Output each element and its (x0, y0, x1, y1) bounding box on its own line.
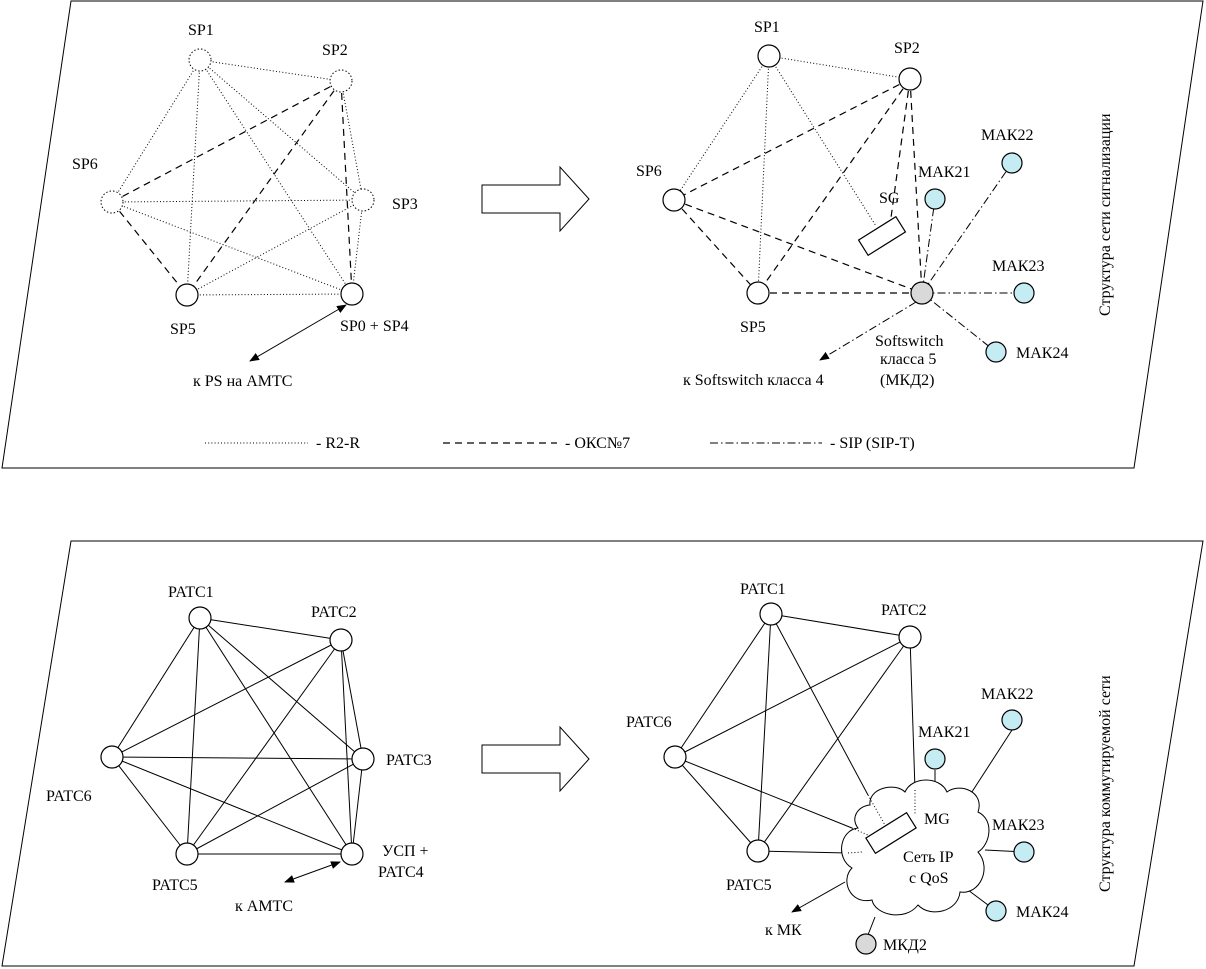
node-usp-patc4 (340, 842, 364, 866)
label-softswitch-1: Softswitch (875, 333, 943, 350)
label-sg: SG (879, 190, 900, 207)
label-sp5-new: SP5 (740, 319, 766, 336)
label-mak24: МАК24 (1016, 345, 1068, 362)
legend-r2-label: - R2-R (316, 435, 360, 452)
node-sp2-new (898, 67, 922, 91)
label-patc2: PATC2 (311, 604, 357, 621)
node-mak22 (1001, 152, 1023, 174)
signaling-panel-frame (1, 0, 1204, 469)
node-softswitch (910, 281, 934, 305)
label-sp3: SP3 (392, 196, 418, 213)
node-sp2 (329, 69, 353, 93)
label-cloud-1: Сеть IP (903, 849, 954, 866)
label-mak22: МАК22 (981, 127, 1033, 144)
node-patc5 (175, 842, 199, 866)
label-patc1: PATC1 (168, 584, 214, 601)
label-patc1-new: PATC1 (740, 581, 786, 598)
signaling-new-network: SP1 SP2 SP6 SP5 SG МАК21 МАК22 МАК23 МАК… (636, 19, 1068, 389)
node-sp1-new (757, 44, 781, 68)
node-mak22-b (1001, 709, 1023, 731)
node-mak24 (985, 341, 1007, 363)
label-softswitch-3: (МКД2) (880, 372, 934, 389)
node-patc6-new (663, 745, 687, 769)
label-patc6: PATC6 (46, 788, 92, 805)
label-sp6-new: SP6 (636, 163, 662, 180)
switched-new-network: PATC1 PATC2 PATC6 PATC5 MG Сеть IP с QoS… (626, 581, 1068, 955)
ip-network-cloud (841, 779, 990, 916)
legend: - R2-R - ОКС№7 - SIP (SIP-T) (205, 435, 915, 452)
node-sp3 (351, 188, 375, 212)
label-mak21-b: МАК21 (918, 724, 970, 741)
legend-ss7-label: - ОКС№7 (565, 435, 630, 452)
node-patc2 (329, 628, 353, 652)
node-patc1 (188, 606, 212, 630)
label-usp-1: УСП + (382, 843, 429, 860)
label-usp-2: PATC4 (378, 864, 424, 881)
label-mkd2: МКД2 (883, 937, 927, 954)
label-sp5: SP5 (170, 321, 196, 338)
transition-arrow-bottom (481, 725, 590, 793)
label-mak21: МАК21 (918, 164, 970, 181)
label-mak23-b: МАК23 (992, 817, 1044, 834)
label-patc3: PATC3 (386, 752, 432, 769)
node-sp5-new (746, 281, 770, 305)
label-sp2-new: SP2 (894, 40, 920, 57)
label-mak24-b: МАК24 (1016, 904, 1068, 921)
label-mak22-b: МАК22 (981, 686, 1033, 703)
node-sp1 (188, 48, 212, 72)
node-mak24-b (985, 900, 1007, 922)
node-sp5 (175, 283, 199, 307)
node-patc1-new (759, 602, 783, 626)
label-sp2: SP2 (322, 42, 348, 59)
label-sp04: SP0 + SP4 (340, 318, 409, 335)
label-to-softswitch4: к Softswitch класса 4 (683, 372, 824, 389)
label-mg: MG (924, 811, 950, 828)
node-sp04 (340, 282, 364, 306)
legend-sip-label: - SIP (SIP-T) (830, 435, 915, 452)
signaling-old-network: SP1 SP2 SP3 SP6 SP5 SP0 + SP4 к PS на АМ… (72, 22, 418, 390)
mg-gateway-box (865, 811, 917, 855)
label-patc5: PATC5 (152, 877, 198, 894)
label-to-ps-amts: к PS на АМТС (193, 373, 292, 390)
side-title-signaling: Структура сети сигнализации (1097, 113, 1114, 316)
label-patc6-new: PATC6 (626, 714, 672, 731)
node-mak21 (924, 188, 946, 210)
label-sp6: SP6 (72, 156, 98, 173)
label-softswitch-2: класса 5 (880, 351, 936, 368)
node-patc6 (100, 745, 124, 769)
node-mak21-b (924, 748, 946, 770)
node-patc5-new (746, 839, 770, 863)
side-title-switched: Структура коммутируемой сети (1097, 675, 1114, 892)
sg-gateway-box (857, 215, 907, 257)
node-patc3 (351, 747, 375, 771)
node-patc2-new (898, 625, 922, 649)
label-patc2-new: PATC2 (881, 602, 927, 619)
node-mkd2 (855, 933, 877, 955)
label-to-mk: к МК (765, 922, 802, 939)
node-mak23-b (1013, 841, 1035, 863)
label-sp1-new: SP1 (754, 19, 780, 36)
label-mak23: МАК23 (992, 258, 1044, 275)
label-patc5-new: PATC5 (726, 877, 772, 894)
switched-old-network: PATC1 PATC2 PATC3 PATC6 PATC5 УСП + PATC… (46, 584, 432, 915)
label-to-amts: к АМТС (235, 898, 293, 915)
transition-arrow-top (481, 165, 590, 233)
switched-panel-frame (1, 540, 1204, 967)
node-sp6 (100, 190, 124, 214)
label-cloud-2: с QoS (909, 870, 949, 887)
node-mak23 (1013, 282, 1035, 304)
label-sp1: SP1 (188, 22, 214, 39)
node-sp6-new (662, 188, 686, 212)
